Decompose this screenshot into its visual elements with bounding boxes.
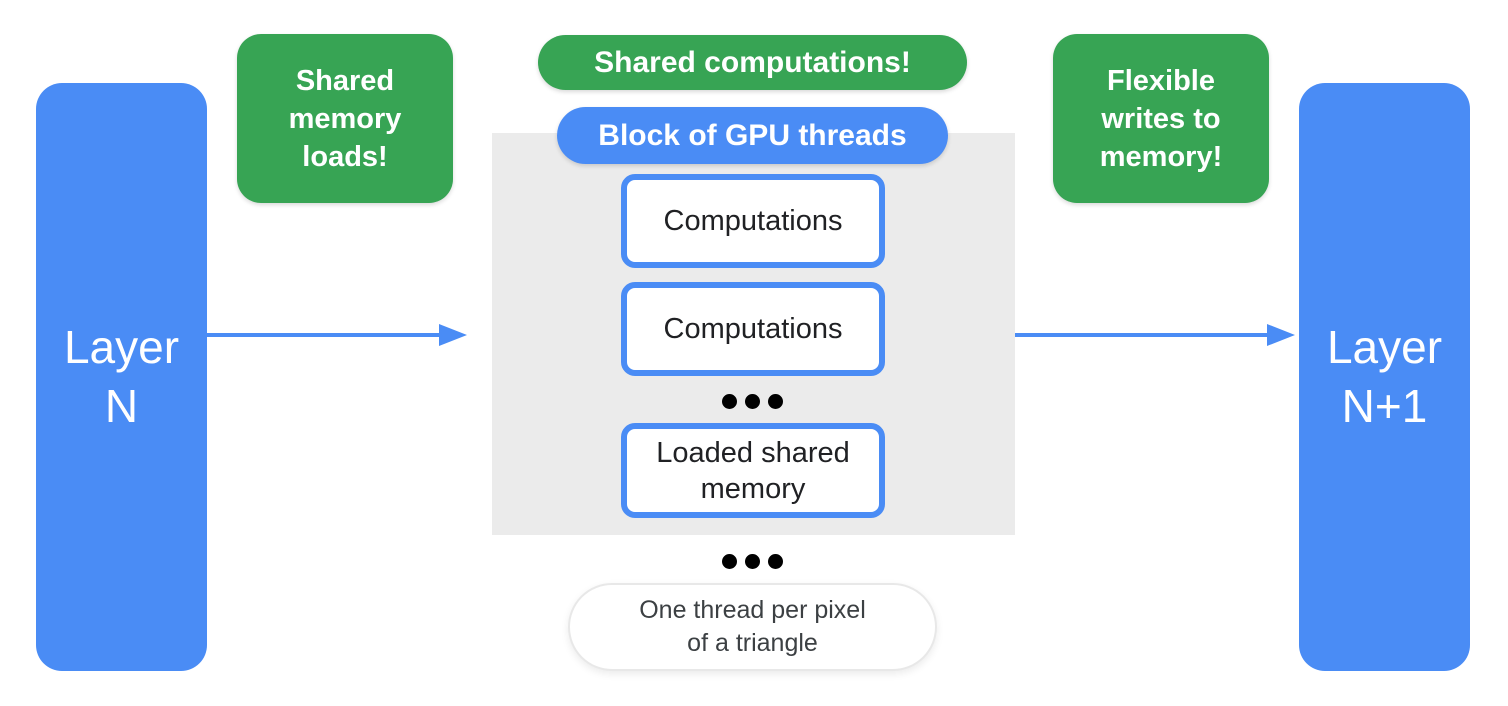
layer-n-label-line2: N [104,380,139,432]
callout-flexible-writes: Flexible writes to memory! [1053,34,1269,203]
dot-icon [768,554,783,569]
callout-left-line2: memory [288,102,402,135]
callout-right-line3: memory! [1099,140,1223,173]
layer-n-plus-1-label-line1: Layer [1326,321,1443,373]
callout-shared-memory-loads: Shared memory loads! [237,34,453,203]
callout-right-line1: Flexible [1107,64,1215,97]
layer-n-box: Layer N [36,83,207,671]
footnote-line2: of a triangle [687,629,818,657]
computations-box-2: Computations [621,282,885,376]
dot-icon [745,394,760,409]
callout-shared-computations: Shared computations! [538,35,967,90]
footnote-line1: One thread per pixel [639,596,866,624]
layer-n-plus-1-box: Layer N+1 [1299,83,1470,671]
ellipsis-dots-inner [722,394,783,409]
arrow-right-icon [1015,324,1295,346]
loaded-shared-memory-box: Loaded shared memory [621,423,885,518]
layer-n-label-line1: Layer [63,321,180,373]
dot-icon [722,394,737,409]
gpu-threads-label: Block of GPU threads [557,107,948,164]
dot-icon [745,554,760,569]
callout-left-line3: loads! [302,140,388,173]
arrow-left-icon [206,324,467,346]
footnote-pill: One thread per pixel of a triangle [568,583,937,671]
dot-icon [768,394,783,409]
callout-left-line1: Shared [295,64,395,97]
layer-n-plus-1-label-line2: N+1 [1341,380,1428,432]
dot-icon [722,554,737,569]
computations-box-1: Computations [621,174,885,268]
ellipsis-dots-outer [722,554,783,569]
callout-right-line2: writes to [1101,102,1221,135]
